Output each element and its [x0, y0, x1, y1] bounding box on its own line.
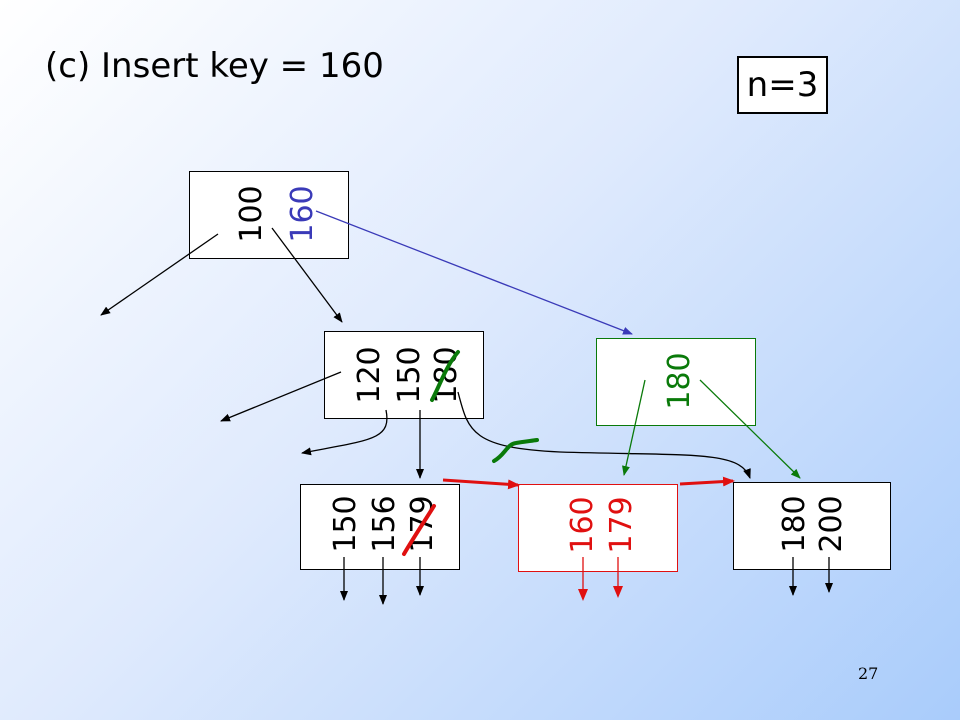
inner-left-pointer-0 — [220, 371, 342, 422]
root-pointer-middle — [271, 227, 343, 323]
inner-new-pointer-0 — [622, 379, 646, 476]
leaf-left-next-pointer — [442, 478, 520, 490]
strike-mark-inner-180 — [430, 350, 460, 402]
leaf-node-right: 180 200 — [733, 482, 891, 570]
strike-mark-leaf-179 — [402, 504, 436, 556]
order-label: n=3 — [746, 65, 819, 105]
strike-mark-moved-pointer — [492, 438, 539, 463]
root-node: 100 160 — [189, 171, 349, 259]
root-pointer-left — [100, 233, 219, 316]
leaf-node-new: 160 179 — [518, 484, 678, 572]
inner-left-pointer-1 — [301, 409, 388, 456]
root-pointer-new — [315, 210, 633, 335]
inner-new-pointer-1 — [699, 379, 801, 479]
order-label-box: n=3 — [737, 56, 828, 114]
inner-left-pointer-3 — [457, 391, 751, 479]
leaf-node-left: 150 156 179 — [300, 484, 460, 570]
leaf-new-next-pointer — [679, 476, 735, 487]
page-number: 27 — [858, 664, 879, 683]
slide-title: (c) Insert key = 160 — [45, 46, 384, 86]
inner-node-new: 180 — [596, 338, 756, 426]
inner-node-left: 120 150 180 — [324, 331, 484, 419]
